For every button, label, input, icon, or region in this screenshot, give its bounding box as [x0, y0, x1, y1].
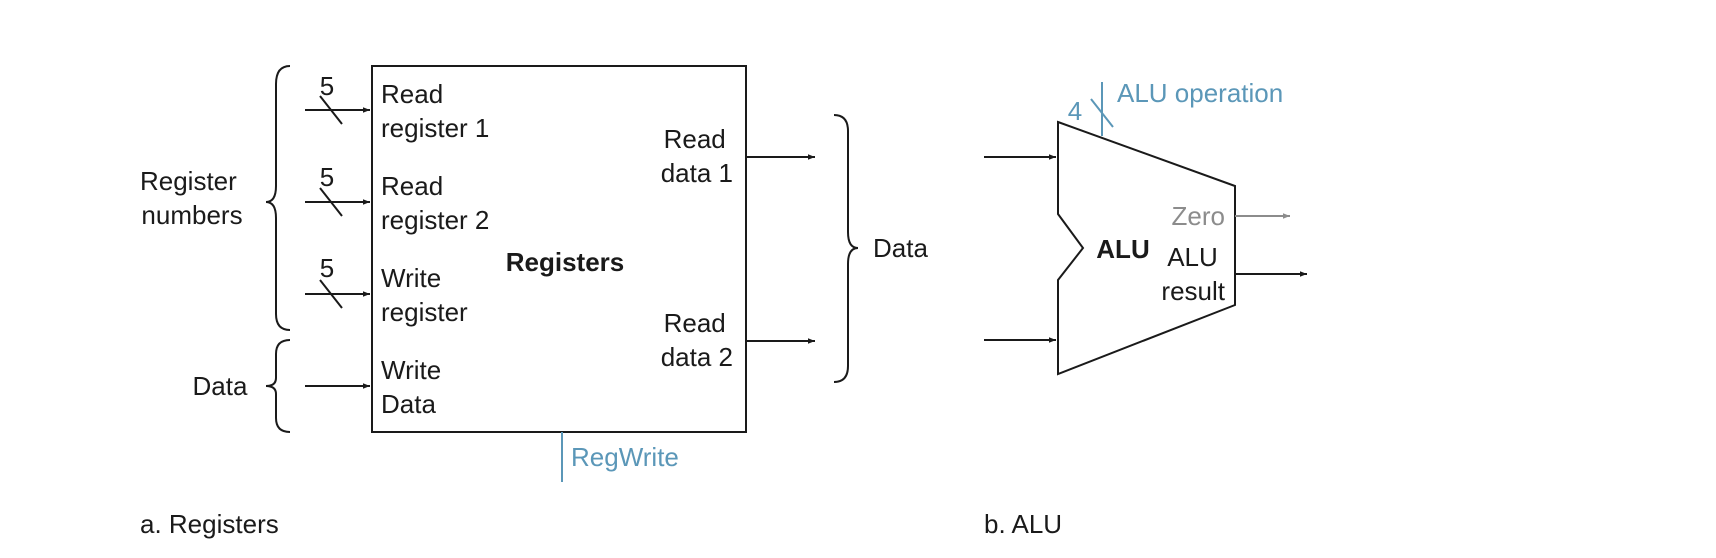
- registers-caption: a. Registers: [140, 509, 279, 539]
- alu-block-label: ALU: [1096, 234, 1149, 264]
- write-data-label: Write Data: [381, 355, 448, 419]
- alu-block: [1057, 120, 1236, 376]
- data-out-label: Data: [873, 233, 928, 263]
- alu-caption: b. ALU: [984, 509, 1062, 539]
- register-numbers-label: Register numbers: [140, 166, 244, 230]
- data-in-brace: [265, 339, 291, 433]
- registers-block: [371, 65, 747, 433]
- alu-operation-slash: [1090, 98, 1114, 128]
- alu-operation-width: 4: [1068, 96, 1082, 126]
- bus-slash-2: [319, 187, 343, 217]
- registers-block-label: Registers: [506, 247, 625, 277]
- bus-slash-1: [319, 95, 343, 125]
- data-out-brace: [833, 114, 859, 383]
- write-register-label: Write register: [381, 263, 468, 327]
- data-in-label: Data: [193, 371, 248, 401]
- zero-label: Zero: [1172, 201, 1225, 231]
- registers-section: 5 5 5 Read register 1 Read register 2 Wr…: [140, 65, 928, 539]
- read-register-2-label: Read register 2: [381, 171, 489, 235]
- bus-width-1: 5: [320, 71, 334, 101]
- alu-section: 4 ALU operation ALU Zero ALU result b. A…: [984, 78, 1307, 539]
- read-register-1-label: Read register 1: [381, 79, 489, 143]
- bus-width-3: 5: [320, 253, 334, 283]
- alu-operation-label: ALU operation: [1117, 78, 1283, 108]
- alu-result-label: ALU result: [1161, 242, 1225, 306]
- register-numbers-brace: [265, 65, 291, 331]
- bus-slash-3: [319, 279, 343, 309]
- regwrite-label: RegWrite: [571, 442, 679, 472]
- read-data-2-label: Read data 2: [661, 308, 733, 372]
- read-data-1-label: Read data 1: [661, 124, 733, 188]
- bus-width-2: 5: [320, 162, 334, 192]
